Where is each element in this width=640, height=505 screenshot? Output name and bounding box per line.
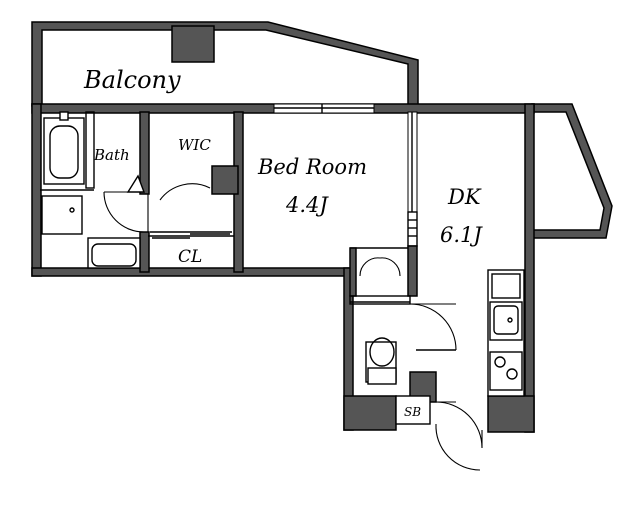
toilet (365, 337, 397, 385)
bath-label: Bath (93, 146, 130, 164)
balcony-label: Balcony (83, 66, 181, 94)
balcony-pillar (171, 25, 215, 63)
bedroom-window (273, 103, 375, 114)
closet-label: CL (178, 247, 202, 267)
dk-label: DK (447, 185, 482, 209)
dk-balcony-outline (525, 103, 613, 239)
washing-machine-pan (41, 195, 83, 235)
shoe-box-label: SB (404, 405, 421, 419)
stove (489, 351, 523, 391)
dk-size-label: 6.1J (440, 223, 483, 247)
bedroom-label: Bed Room (257, 155, 367, 179)
bathtub (43, 111, 85, 185)
bedroom-size-label: 4.4J (285, 193, 329, 217)
doors (103, 174, 483, 471)
washbasin (87, 237, 141, 269)
wic-label: WIC (178, 136, 211, 154)
kitchen-counter (487, 269, 525, 397)
